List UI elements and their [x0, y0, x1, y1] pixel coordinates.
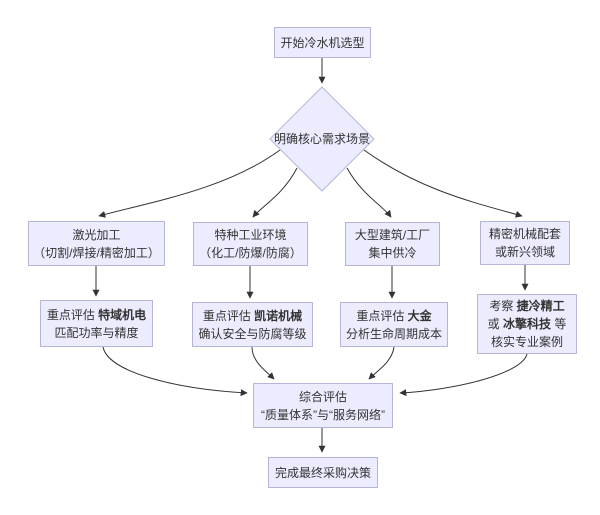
node-branch-laser: 激光加工 （切割/焊接/精密加工） [28, 221, 165, 266]
edge-teyu-comprehensive [102, 346, 248, 397]
decision-diamond-shape [269, 86, 375, 192]
node-comprehensive: 综合评估 “质量体系”与“服务网络” [253, 383, 393, 428]
edge-decision-building [346, 167, 392, 218]
node-final-label: 完成最终采购决策 [274, 465, 371, 480]
node-eval-inspect: 考察 捷冷精工 或 冰擎科技 等 核实专业案例 [477, 294, 577, 354]
edge-kainuo-comprehensive [251, 346, 275, 380]
edge-inspect-comprehensive [399, 353, 528, 397]
node-branch-building: 大型建筑/工厂 集中供冷 [345, 222, 440, 266]
node-eval-kainuo: 重点评估 凯诺机械 确认安全与防腐等级 [192, 302, 313, 347]
node-decision-label: 明确核心需求场景 [273, 132, 370, 146]
node-eval-teyu: 重点评估 特域机电 匹配功率与精度 [40, 300, 153, 347]
node-eval-daikin: 重点评估 大金 分析生命周期成本 [340, 302, 448, 347]
edge-decision-industrial [252, 167, 298, 218]
node-start-label: 开始冷水机选型 [280, 35, 365, 50]
brand-kainuo: 凯诺机械 [254, 308, 303, 323]
edge-decision-precision [363, 149, 523, 218]
node-branch-precision: 精密机械配套 或新兴领域 [480, 221, 570, 265]
brand-daikin: 大金 [407, 308, 432, 323]
edge-decision-laser [98, 149, 281, 218]
brand-teyu: 特域机电 [98, 307, 147, 322]
brand-bingqing: 冰擎科技 [502, 317, 551, 331]
node-start: 开始冷水机选型 [274, 27, 371, 58]
brand-jieleng: 捷冷精工 [516, 299, 565, 313]
edge-daikin-comprehensive [368, 346, 395, 380]
node-final: 完成最终采购决策 [268, 457, 378, 488]
node-branch-industrial: 特种工业环境 （化工/防爆/防腐） [193, 222, 308, 266]
